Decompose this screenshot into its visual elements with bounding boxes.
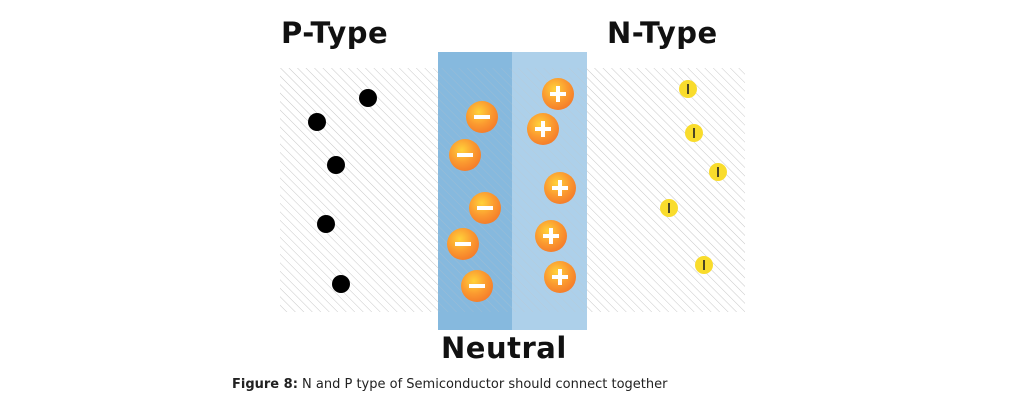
hole-dot [317, 215, 335, 233]
caption-label: Figure 8: [232, 377, 298, 392]
electron-mark-icon [668, 203, 670, 213]
minus-icon [469, 284, 485, 288]
plus-icon [558, 269, 562, 285]
electron-mark-icon [687, 84, 689, 94]
hole-dot [308, 113, 326, 131]
neutral-label: Neutral [441, 331, 567, 365]
figure-caption: Figure 8: N and P type of Semiconductor … [232, 377, 667, 392]
electron-mark-icon [717, 167, 719, 177]
hole-dot [332, 275, 350, 293]
minus-icon [474, 115, 490, 119]
plus-icon [541, 121, 545, 137]
minus-icon [477, 206, 493, 210]
plus-icon [558, 180, 562, 196]
caption-text: N and P type of Semiconductor should con… [297, 377, 668, 392]
electron-mark-icon [703, 260, 705, 270]
plus-icon [556, 86, 560, 102]
minus-icon [455, 242, 471, 246]
n-type-label: N-Type [607, 16, 718, 50]
hole-dot [359, 89, 377, 107]
plus-icon [549, 228, 553, 244]
hole-dot [327, 156, 345, 174]
p-type-label: P-Type [281, 16, 389, 50]
minus-icon [457, 153, 473, 157]
electron-mark-icon [693, 128, 695, 138]
